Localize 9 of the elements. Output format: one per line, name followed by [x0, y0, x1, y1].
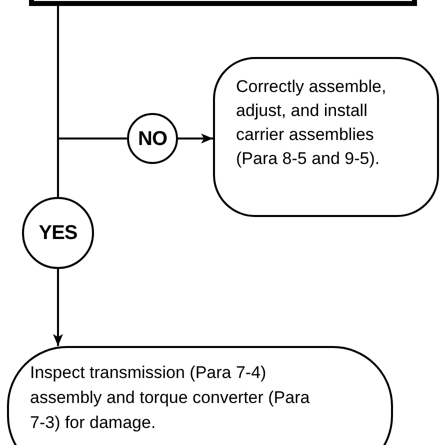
arrow — [53, 269, 63, 346]
process-box — [7, 346, 393, 445]
connector-line — [57, 6, 59, 197]
process-box — [213, 57, 439, 217]
node-text: YES — [38, 221, 78, 246]
arrow — [178, 134, 213, 144]
node-text: NO — [138, 126, 167, 152]
node-text: Inspect transmission (Para 7-4) assembly and torque converter (Para 7-3) for damage. — [30, 362, 311, 434]
node-text: Correctly assemble, adjust, and install carrier assemblies (Para 8-5 and 9-5). — [236, 76, 388, 170]
